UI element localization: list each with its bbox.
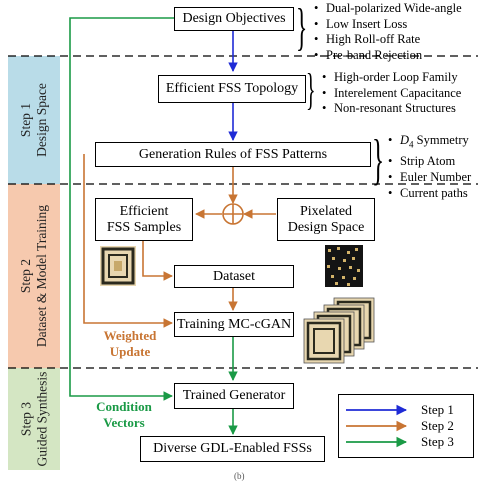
topology-brace: } (306, 65, 316, 114)
training-box: Training MC-cGAN (174, 312, 294, 337)
objective-item: Pre-band Rejection (314, 48, 462, 64)
rules-item-d4: D4 Symmetry (388, 132, 471, 153)
rules-brace: } (372, 129, 385, 191)
generated-samples-stack (303, 297, 375, 364)
pixelated-space-thumbnail (325, 245, 363, 287)
topology-list: High-order Loop Family Interelement Capa… (322, 70, 461, 117)
legend-step3-label: Step 3 (421, 434, 454, 449)
rules-item: Strip Atom (388, 153, 471, 169)
objectives-list: Dual-polarized Wide-angle Low Insert Los… (314, 1, 462, 63)
topology-item: Interelement Capacitance (322, 86, 461, 102)
trained-generator-box: Trained Generator (174, 383, 294, 409)
legend: Step 1 Step 2 Step 3 (338, 394, 474, 458)
legend-step1-label: Step 1 (421, 402, 454, 417)
objective-item: Low Insert Loss (314, 17, 462, 33)
dataset-box: Dataset (174, 265, 294, 288)
objective-item: Dual-polarized Wide-angle (314, 1, 462, 17)
legend-step2-label: Step 2 (421, 418, 454, 433)
rules-list: D4 Symmetry Strip Atom Euler Number Curr… (388, 132, 471, 201)
diverse-fss-box: Diverse GDL-Enabled FSSs (140, 436, 325, 462)
caption-fragment: (b) (234, 471, 245, 481)
fss-topology-box: Efficient FSS Topology (158, 75, 306, 103)
fss-sample-thumbnail (100, 246, 136, 286)
topology-item: Non-resonant Structures (322, 101, 461, 117)
rules-item: Euler Number (388, 169, 471, 185)
topology-item: High-order Loop Family (322, 70, 461, 86)
design-objectives-box: Design Objectives (174, 7, 294, 31)
objectives-brace: } (296, 0, 308, 56)
objective-item: High Roll-off Rate (314, 32, 462, 48)
rules-item: Current paths (388, 185, 471, 201)
generation-rules-box: Generation Rules of FSS Patterns (95, 142, 371, 167)
